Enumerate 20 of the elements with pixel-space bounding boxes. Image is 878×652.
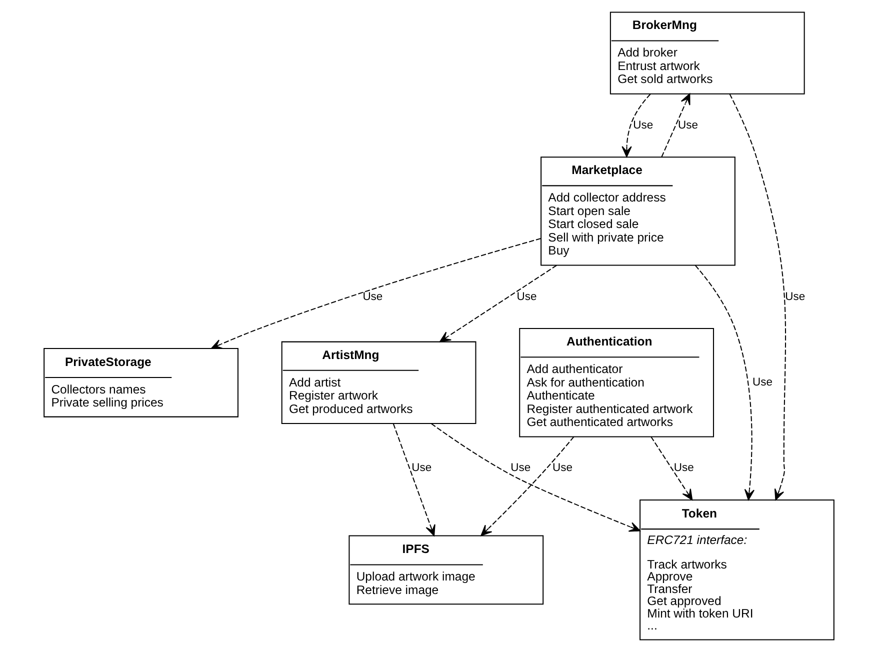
edge-label: Use [674,462,694,474]
arrow [440,264,557,342]
edge-label: Use [785,290,806,303]
arrow [431,423,640,532]
arrow [661,93,690,158]
arrow [210,238,541,349]
edge-label: Use [412,462,432,474]
arrow [729,94,786,500]
arrow [694,265,755,500]
arrow [480,436,574,536]
arrow [392,424,436,536]
arrow [650,436,693,500]
edge-label: Use [510,462,531,474]
edge-label: Use [552,462,572,474]
edge-label: Use [362,290,383,303]
edge-label: Use [678,119,698,132]
arrow [622,94,651,158]
edge-label: Use [633,119,654,132]
edge-label: Use [752,376,772,388]
edge-label: Use [516,290,537,303]
